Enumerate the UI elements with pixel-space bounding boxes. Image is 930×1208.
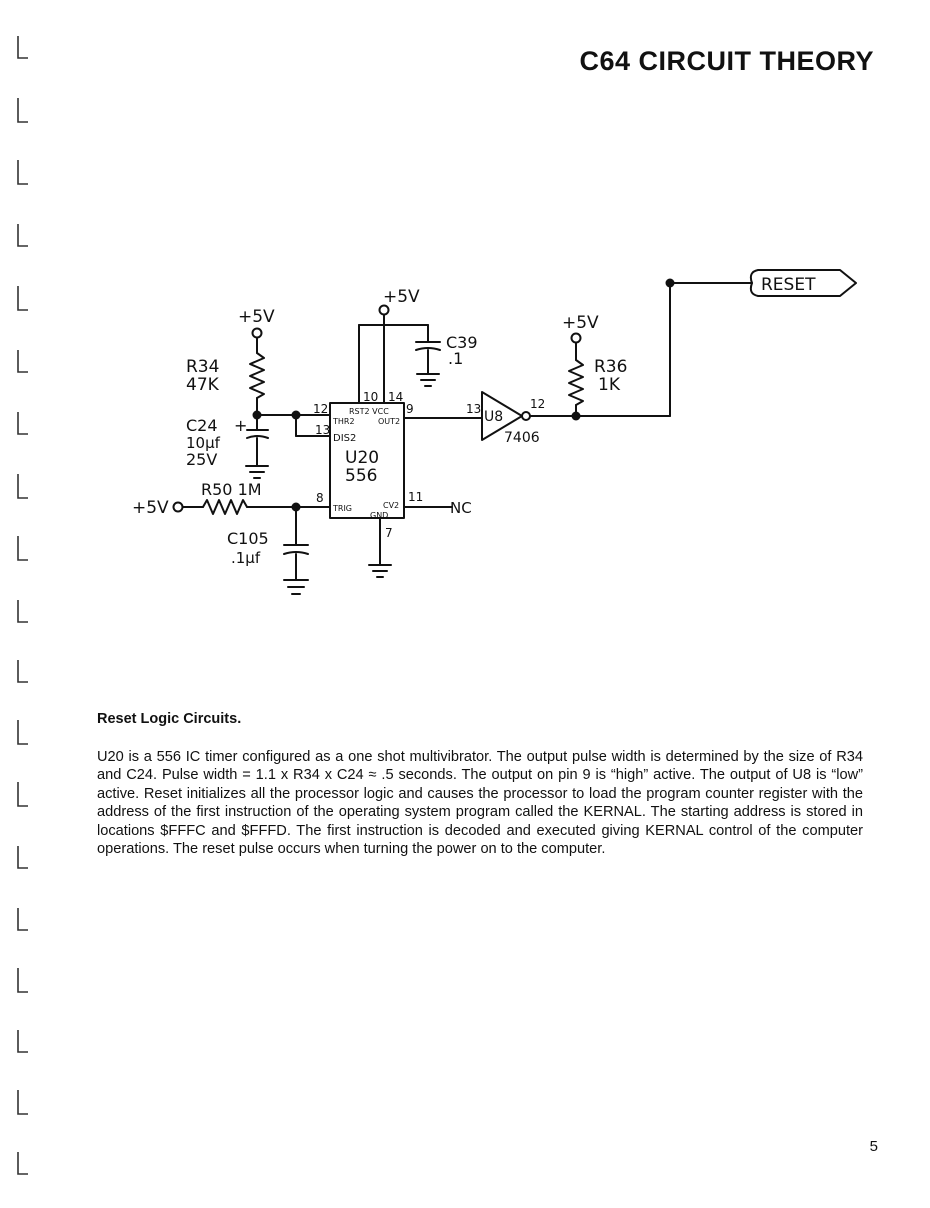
u8-pin12-label: 12: [530, 397, 545, 411]
plus5v-label-r36: +5V: [562, 313, 599, 333]
pin8-label: 8: [316, 491, 324, 505]
u8-type-label: 7406: [504, 430, 540, 446]
r34-label: R34: [186, 357, 219, 377]
u20-label: U20: [345, 448, 379, 468]
pin11-label: 11: [408, 490, 423, 504]
r36-label: R36: [594, 357, 627, 377]
c39-label: C39: [446, 333, 478, 352]
body-paragraph: U20 is a 556 IC timer configured as a on…: [97, 749, 863, 858]
u8-pin13-label: 13: [466, 402, 481, 416]
u20-type-label: 556: [345, 466, 377, 486]
section-heading: Reset Logic Circuits.: [97, 711, 242, 727]
page-number: 5: [869, 1138, 878, 1155]
pin14-label: 14: [388, 390, 403, 404]
c24-value-1: 10µf: [186, 434, 221, 452]
plus5v-label-top: +5V: [383, 287, 420, 307]
u8-label: U8: [484, 409, 503, 425]
pin-thr-label: THR2: [332, 417, 355, 426]
binder-marks: [17, 36, 28, 1175]
c24-plus-label: +: [234, 416, 247, 435]
pin7-label: 7: [385, 526, 393, 540]
r34-value: 47K: [186, 375, 220, 395]
c105-value: .1µf: [231, 549, 261, 567]
c24-value-2: 25V: [186, 450, 217, 469]
pin-rst-vcc-label: RST2 VCC: [349, 407, 389, 416]
pin-trig-label: TRIG: [332, 504, 352, 513]
r36-value: 1K: [598, 375, 621, 395]
reset-signal-label: RESET: [761, 275, 816, 295]
pin-dis-label: DIS2: [333, 433, 356, 444]
plus5v-label-left: +5V: [132, 498, 169, 518]
pin12-label: 12: [313, 402, 328, 416]
nc-label: NC: [450, 499, 472, 517]
pin10-label: 10: [363, 390, 378, 404]
plus5v-label-r34: +5V: [238, 307, 275, 327]
c105-label: C105: [227, 529, 269, 548]
c24-label: C24: [186, 416, 218, 435]
pin-cv-label: CV2: [383, 501, 399, 510]
c39-value: .1: [448, 349, 463, 368]
pin13-label: 13: [315, 423, 330, 437]
pin-out-label: OUT2: [378, 417, 400, 426]
pin-gnd-label: GND: [370, 511, 388, 520]
page-header-title: C64 CIRCUIT THEORY: [579, 46, 874, 76]
r50-label: R50 1M: [201, 480, 262, 499]
pin9-label: 9: [406, 402, 414, 416]
